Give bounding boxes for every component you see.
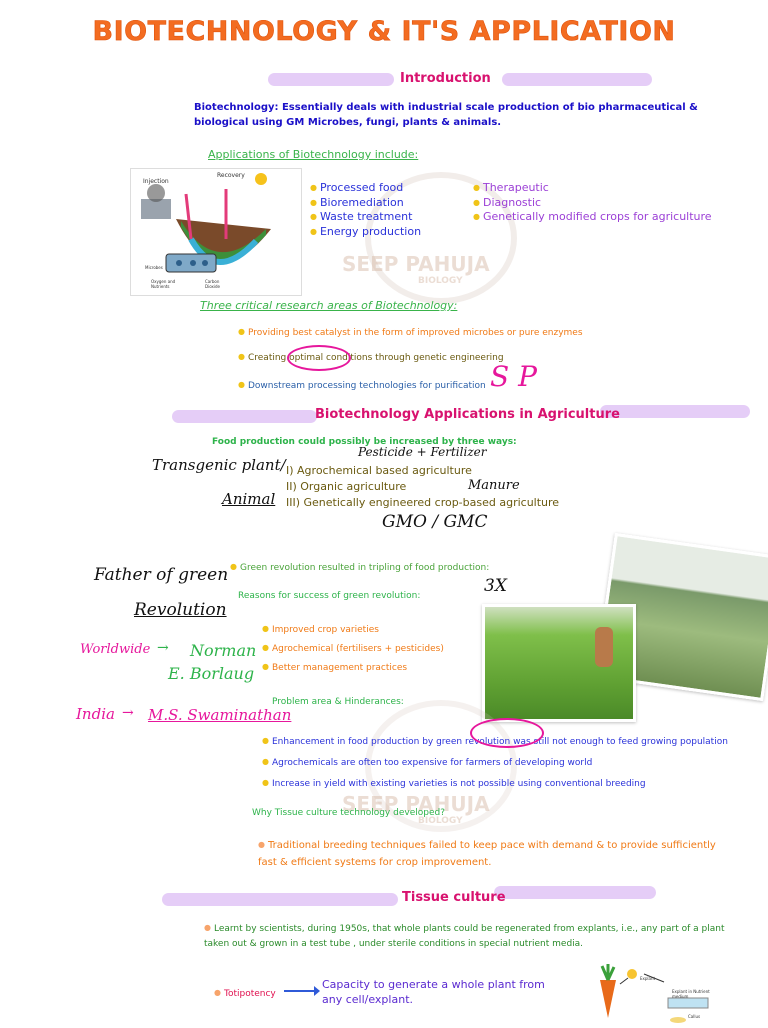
annotation-india: India (76, 705, 115, 723)
annotation-transgenic: Transgenic plant/ (152, 456, 286, 474)
section-heading-tissue: Tissue culture (402, 890, 506, 905)
totipotency-term-text: Totipotency (223, 989, 276, 999)
photo-pesticide-spraying (482, 604, 636, 722)
section-band-left (268, 73, 394, 86)
totipotency-diagram: Explant Explant in Nutrient medium Callu… (580, 962, 730, 1024)
annotation-swaminathan: M.S. Swaminathan (148, 706, 292, 724)
watermark-sub-2: BIOLOGY (418, 816, 463, 826)
toti-label-medium: Explant in Nutrient medium (672, 989, 710, 999)
totipotency-definition: Capacity to generate a whole plant from … (322, 978, 545, 1006)
annotation-sp: S P (490, 360, 537, 393)
research-item-3: Downstream processing technologies for p… (238, 380, 486, 391)
app-item-3: Waste treatment (310, 210, 421, 225)
problems-heading: Problem area & Hinderances: (272, 697, 404, 707)
annotation-arrow-2: → (122, 705, 134, 721)
section-band-right-3 (494, 886, 656, 899)
watermark-sub: BIOLOGY (418, 276, 463, 286)
diagram-label-carbon: Carbon Dioxide (205, 279, 220, 289)
annotation-pink-oval (470, 718, 544, 748)
tissue-why-heading: Why Tissue culture technology developed? (252, 808, 445, 818)
totipotency-term: Totipotency (214, 988, 276, 999)
applications-list-left: Processed food Bioremediation Waste trea… (310, 181, 421, 239)
reason-item-1: Improved crop varieties (262, 620, 444, 639)
food-item-3: III) Genetically engineered crop-based a… (286, 496, 560, 509)
research-item-1: Providing best catalyst in the form of i… (238, 327, 583, 338)
bioprocess-illustration (141, 173, 271, 273)
annotation-norman: Norman (190, 641, 257, 660)
tissue-paragraph: Learnt by scientists, during 1950s, that… (204, 920, 744, 952)
problem-item-3: Increase in yield with existing varietie… (262, 773, 728, 794)
section-band-left-3 (162, 893, 398, 906)
app-item-5: Therapeutic (473, 181, 712, 196)
section-band-left-2 (172, 410, 317, 423)
section-band-right (502, 73, 652, 86)
food-heading: Food production could possibly be increa… (212, 437, 517, 447)
annotation-animal: Animal (222, 490, 276, 508)
app-item-6: Diagnostic (473, 196, 712, 211)
food-item-2: II) Organic agriculture (286, 480, 407, 493)
totipotency-illustration (600, 964, 709, 1023)
app-item-1: Processed food (310, 181, 421, 196)
food-item-1: I) Agrochemical based agriculture (286, 464, 472, 477)
watermark-name: SEEP PAHUJA (342, 252, 490, 276)
diagram-label-injection: Injection (143, 178, 169, 185)
page-title: BIOTECHNOLOGY & IT'S APPLICATION (92, 16, 676, 48)
food-list: I) Agrochemical based agriculture II) Or… (286, 463, 559, 511)
reason-item-2: Agrochemical (fertilisers + pesticides) (262, 639, 444, 658)
research-item-2-text: Creating optimal conditions through gene… (247, 353, 504, 363)
applications-list-right: Therapeutic Diagnostic Genetically modif… (473, 181, 712, 225)
diagram-label-oxygen: Oxygen and Nutrients (151, 279, 176, 289)
annotation-3x: 3X (484, 576, 507, 596)
green-rev-reasons-heading: Reasons for success of green revolution: (238, 591, 421, 601)
tissue-why-text: Traditional breeding techniques failed t… (258, 840, 716, 868)
totipotency-arrow (284, 990, 318, 992)
annotation-gmo: GMO / GMC (382, 512, 488, 532)
toti-label-explant: Explant (640, 976, 656, 981)
annotation-worldwide: Worldwide (80, 642, 151, 657)
app-item-7: Genetically modified crops for agricultu… (473, 210, 712, 225)
annotation-borlaug: E. Borlaug (168, 664, 255, 683)
bioprocess-diagram: Injection Recovery Microbes Oxygen and N… (130, 168, 302, 296)
toti-label-callus: Callus (688, 1014, 701, 1019)
problem-item-2: Agrochemicals are often too expensive fo… (262, 752, 728, 773)
reason-item-3: Better management practices (262, 658, 444, 677)
research-heading: Three critical research areas of Biotech… (200, 299, 458, 312)
annotation-arrow-1: → (157, 640, 169, 656)
farmer-figure (595, 627, 613, 667)
annotation-father-1: Father of green (94, 565, 229, 585)
research-item-2: Creating optimal conditions through gene… (238, 352, 504, 363)
section-band-right-2 (600, 405, 750, 418)
watermark-name-2: SEEP PAHUJA (342, 792, 490, 816)
tissue-why-item: Traditional breeding techniques failed t… (258, 836, 718, 871)
app-item-2: Bioremediation (310, 196, 421, 211)
annotation-pesticide: Pesticide + Fertilizer (358, 445, 487, 459)
annotation-manure: Manure (468, 478, 520, 493)
annotation-pink-circle (287, 345, 351, 371)
annotation-father-2: Revolution (134, 600, 227, 620)
diagram-label-recovery: Recovery (217, 172, 245, 179)
tissue-text: Learnt by scientists, during 1950s, that… (204, 924, 725, 949)
applications-heading: Applications of Biotechnology include: (208, 148, 419, 161)
section-heading-introduction: Introduction (400, 71, 491, 86)
app-item-4: Energy production (310, 225, 421, 240)
diagram-label-microbes: Microbes (145, 265, 163, 270)
green-rev-reasons-list: Improved crop varieties Agrochemical (fe… (262, 620, 444, 677)
section-heading-agriculture: Biotechnology Applications in Agricultur… (315, 407, 620, 422)
totipotency-arrowhead (314, 986, 320, 996)
intro-paragraph: Biotechnology: Essentially deals with in… (194, 102, 698, 128)
green-rev-statement: Green revolution resulted in tripling of… (230, 562, 489, 573)
